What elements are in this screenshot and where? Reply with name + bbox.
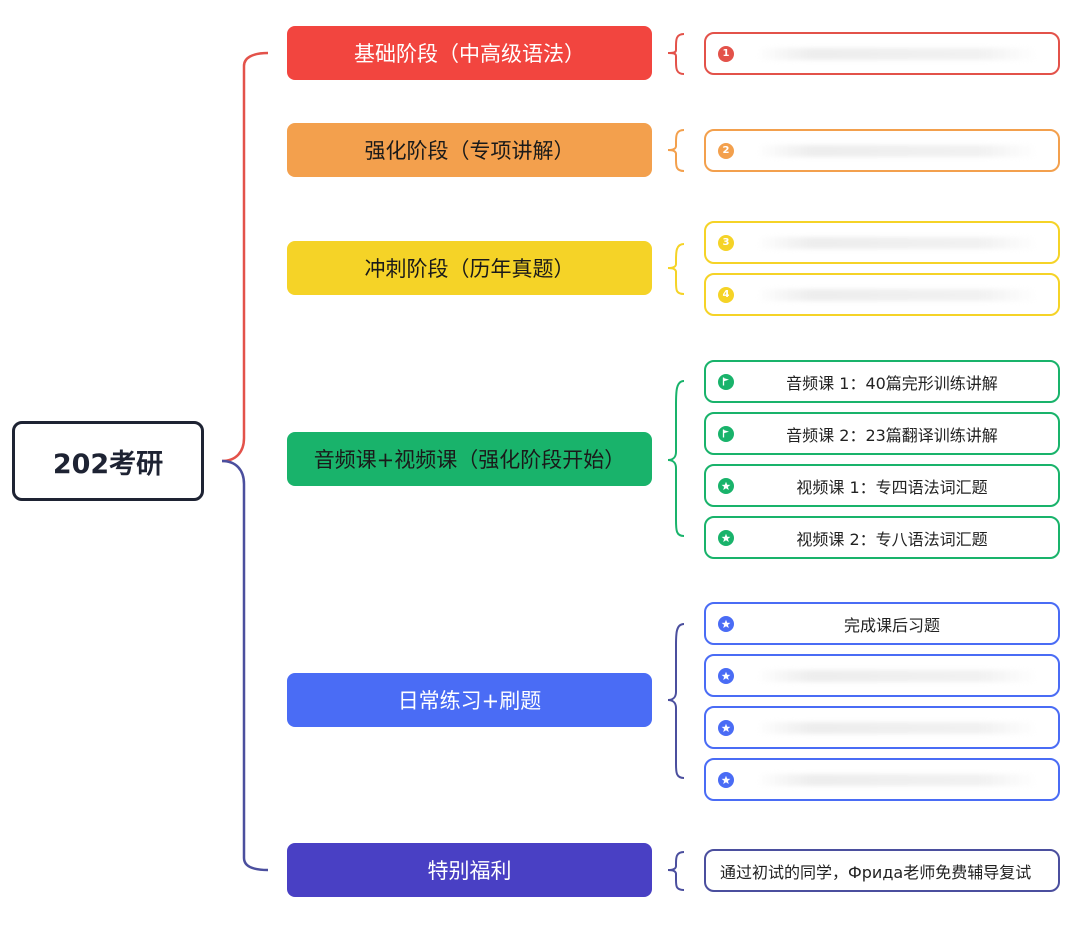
brace-chongci [667, 243, 685, 295]
leaf-chongci-2: 4 [704, 273, 1060, 316]
leaf-course-3: 视频课 1：专四语法词汇题 [704, 464, 1060, 507]
stage-chongci: 冲刺阶段（历年真题） [287, 241, 652, 295]
number-2-icon: 2 [718, 142, 734, 159]
stage-practice-label: 日常练习+刷题 [397, 689, 542, 713]
leaf-jichu-1: 1 [704, 32, 1060, 75]
brace-benefit [667, 851, 685, 891]
brace-jichu [667, 33, 685, 75]
number-1-icon: 1 [718, 45, 734, 62]
leaf-chongci-1: 3 [704, 221, 1060, 264]
stage-benefit-label: 特别福利 [427, 859, 512, 883]
flag-icon [718, 373, 734, 390]
star-icon [718, 771, 734, 788]
number-3-icon: 3 [718, 234, 734, 251]
star-icon [718, 615, 734, 632]
trunk-lower-line [221, 459, 269, 872]
star-icon [718, 667, 734, 684]
stage-jichu-label: 基础阶段（中高级语法） [354, 42, 585, 66]
leaf-practice-1-text: 完成课后习题 [843, 615, 940, 635]
leaf-benefit-1: 通过初试的同学，Фрида老师免费辅导复试 [704, 849, 1060, 892]
trunk-upper-line [221, 51, 269, 463]
leaf-course-4: 视频课 2：专八语法词汇题 [704, 516, 1060, 559]
leaf-practice-2 [704, 654, 1060, 697]
leaf-benefit-1-text: 通过初试的同学，Фрида老师免费辅导复试 [720, 862, 1032, 882]
stage-courses: 音频课+视频课（强化阶段开始） [287, 432, 652, 486]
brace-qianghua [667, 129, 685, 172]
root-node: 202考研 [12, 421, 204, 501]
brace-practice [667, 623, 685, 779]
leaf-course-1: 音频课 1：40篇完形训练讲解 [704, 360, 1060, 403]
leaf-qianghua-1: 2 [704, 129, 1060, 172]
star-icon [718, 477, 734, 494]
leaf-course-2: 音频课 2：23篇翻译训练讲解 [704, 412, 1060, 455]
leaf-practice-1: 完成课后习题 [704, 602, 1060, 645]
leaf-course-2-text: 音频课 2：23篇翻译训练讲解 [786, 425, 998, 445]
stage-qianghua: 强化阶段（专项讲解） [287, 123, 652, 177]
leaf-course-3-text: 视频课 1：专四语法词汇题 [796, 477, 988, 497]
leaf-course-4-text: 视频课 2：专八语法词汇题 [796, 529, 988, 549]
stage-benefit: 特别福利 [287, 843, 652, 897]
stage-practice: 日常练习+刷题 [287, 673, 652, 727]
leaf-practice-3 [704, 706, 1060, 749]
leaf-course-1-text: 音频课 1：40篇完形训练讲解 [786, 373, 998, 393]
stage-chongci-label: 冲刺阶段（历年真题） [364, 257, 575, 281]
stage-courses-label: 音频课+视频课（强化阶段开始） [313, 448, 626, 472]
leaf-practice-4 [704, 758, 1060, 801]
stage-qianghua-label: 强化阶段（专项讲解） [364, 139, 575, 163]
stage-jichu: 基础阶段（中高级语法） [287, 26, 652, 80]
flag-icon [718, 425, 734, 442]
star-icon [718, 529, 734, 546]
root-label: 202考研 [52, 448, 164, 480]
number-4-icon: 4 [718, 286, 734, 303]
brace-courses [667, 380, 685, 537]
star-icon [718, 719, 734, 736]
